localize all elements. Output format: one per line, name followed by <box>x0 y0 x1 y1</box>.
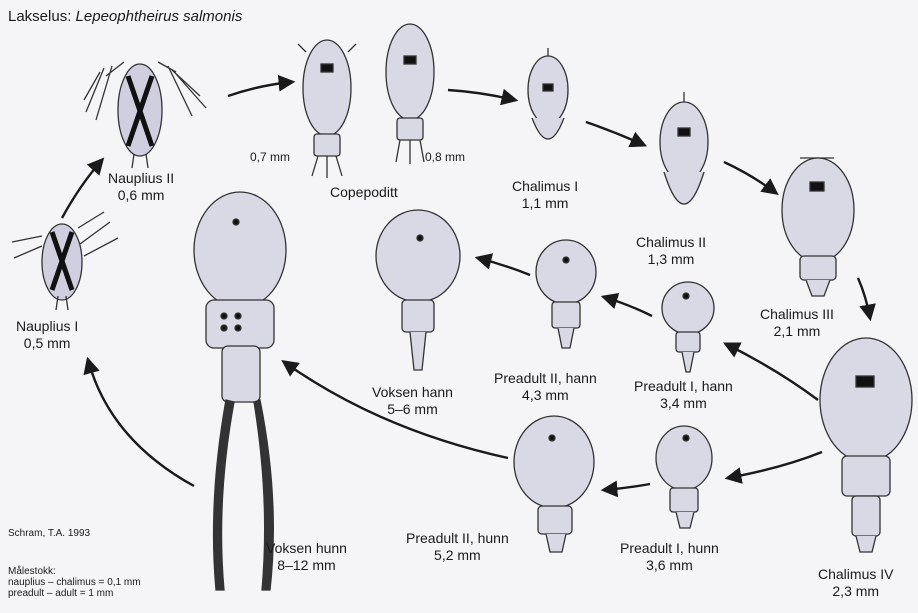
label-preadult2-female-name: Preadult II, hunn <box>406 530 509 547</box>
adult-female-illustration <box>194 192 286 590</box>
nauplius1-illustration <box>12 212 118 310</box>
title-prefix: Lakselus: <box>8 8 76 25</box>
preadult2-female-illustration <box>514 416 594 552</box>
label-adult-male: Voksen hann 5–6 mm <box>372 384 453 418</box>
preadult1-male-illustration <box>662 282 714 372</box>
arrow-adult-female-to-nauplius1 <box>88 360 194 486</box>
scale-note: Målestokk: nauplius – chalimus = 0,1 mm … <box>8 566 141 599</box>
scale-line-2: preadult – adult = 1 mm <box>8 588 141 599</box>
arrow-chalimus3-to-chalimus4 <box>858 278 870 318</box>
label-preadult2-male-name: Preadult II, hann <box>494 370 597 387</box>
label-nauplius2: Nauplius II 0,6 mm <box>108 170 174 204</box>
preadult1-female-illustration <box>656 426 712 528</box>
label-preadult1-female-name: Preadult I, hunn <box>620 540 719 557</box>
label-chalimus2: Chalimus II 1,3 mm <box>636 234 706 268</box>
label-chalimus3-size: 2,1 mm <box>760 323 834 340</box>
arrow-preadult2-male-to-adult-male <box>478 258 530 275</box>
nauplius2-illustration <box>84 62 206 168</box>
label-preadult2-female: Preadult II, hunn 5,2 mm <box>406 530 509 564</box>
label-copepodid-size-right: 0,8 mm <box>425 150 465 164</box>
arrow-nauplius2-to-copepodid <box>228 82 292 96</box>
arrow-chalimus1-to-chalimus2 <box>586 122 644 145</box>
label-nauplius2-size: 0,6 mm <box>108 187 174 204</box>
label-chalimus3-name: Chalimus III <box>760 306 834 323</box>
label-preadult2-female-size: 5,2 mm <box>406 547 509 564</box>
title-species: Lepeophtheirus salmonis <box>76 8 243 25</box>
label-adult-female-size: 8–12 mm <box>266 557 347 574</box>
label-chalimus1-size: 1,1 mm <box>512 195 578 212</box>
label-preadult2-male-size: 4,3 mm <box>494 387 597 404</box>
label-chalimus4-name: Chalimus IV <box>818 566 893 583</box>
label-chalimus2-size: 1,3 mm <box>636 251 706 268</box>
label-nauplius1: Nauplius I 0,5 mm <box>16 318 78 352</box>
scale-line-1: nauplius – chalimus = 0,1 mm <box>8 577 141 588</box>
adult-male-illustration <box>376 210 460 370</box>
label-chalimus1-name: Chalimus I <box>512 178 578 195</box>
arrow-chalimus2-to-chalimus3 <box>724 162 776 193</box>
arrow-nauplius1-to-nauplius2 <box>62 160 102 218</box>
label-preadult1-female: Preadult I, hunn 3,6 mm <box>620 540 719 574</box>
label-copepodid-size-left: 0,7 mm <box>250 150 290 164</box>
label-adult-female-name: Voksen hunn <box>266 540 347 557</box>
chalimus4-illustration <box>820 338 912 552</box>
label-preadult1-male: Preadult I, hann 3,4 mm <box>634 378 733 412</box>
label-adult-male-size: 5–6 mm <box>372 401 453 418</box>
arrow-chalimus4-to-preadult1-male <box>726 344 818 400</box>
label-copepodid-name: Copepoditt <box>330 184 398 201</box>
cycle-arrows <box>62 82 870 490</box>
label-preadult2-male: Preadult II, hann 4,3 mm <box>494 370 597 404</box>
label-preadult1-male-size: 3,4 mm <box>634 395 733 412</box>
label-chalimus4-size: 2,3 mm <box>818 583 893 600</box>
label-adult-female: Voksen hunn 8–12 mm <box>266 540 347 574</box>
scale-heading: Målestokk: <box>8 566 141 577</box>
chalimus3-illustration <box>782 158 854 296</box>
label-preadult1-female-size: 3,6 mm <box>620 557 719 574</box>
label-chalimus4: Chalimus IV 2,3 mm <box>818 566 893 600</box>
label-nauplius2-name: Nauplius II <box>108 170 174 187</box>
label-nauplius1-size: 0,5 mm <box>16 335 78 352</box>
label-chalimus2-name: Chalimus II <box>636 234 706 251</box>
source-credit: Schram, T.A. 1993 <box>8 528 90 539</box>
copepodid-illustration <box>298 24 434 178</box>
arrow-chalimus4-to-preadult1-female <box>728 452 822 478</box>
arrow-preadult1-female-to-preadult2-female <box>604 484 650 490</box>
chalimus2-illustration <box>660 92 708 204</box>
diagram-title: Lakselus: Lepeophtheirus salmonis <box>8 8 242 25</box>
label-adult-male-name: Voksen hann <box>372 384 453 401</box>
label-preadult1-male-name: Preadult I, hann <box>634 378 733 395</box>
arrow-preadult1-male-to-preadult2-male <box>604 297 652 316</box>
arrow-copepodid-to-chalimus1 <box>448 90 515 100</box>
label-chalimus3: Chalimus III 2,1 mm <box>760 306 834 340</box>
chalimus1-illustration <box>528 48 568 139</box>
label-nauplius1-name: Nauplius I <box>16 318 78 335</box>
label-chalimus1: Chalimus I 1,1 mm <box>512 178 578 212</box>
preadult2-male-illustration <box>536 240 596 348</box>
